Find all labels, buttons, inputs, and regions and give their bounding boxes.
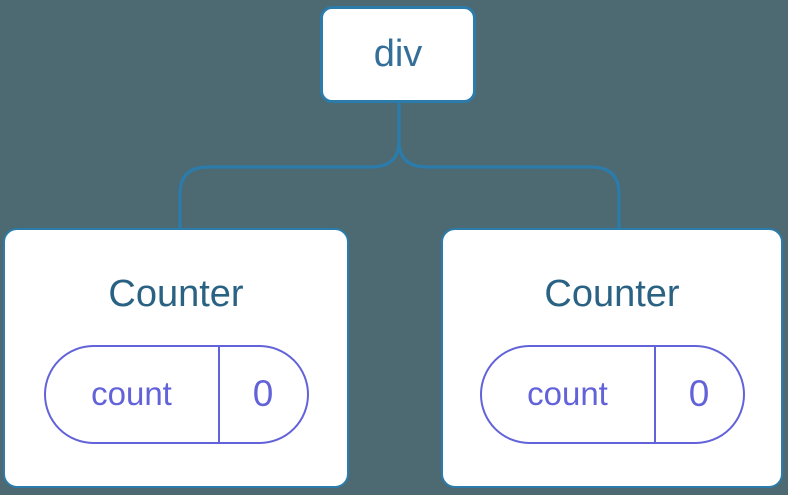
state-pill: count 0 [43,344,309,444]
counter-card: Counter count 0 [3,228,349,488]
state-pill: count 0 [479,344,745,444]
state-value: 0 [653,346,743,442]
state-value: 0 [217,346,307,442]
counter-card: Counter count 0 [441,228,783,488]
state-name: count [91,375,172,413]
counter-title: Counter [544,273,680,316]
root-node-label: div [373,33,423,75]
root-node: div [320,6,476,103]
counter-title: Counter [108,273,244,316]
connector-right-branch [397,102,621,230]
connector-left-branch [178,102,401,230]
state-name: count [527,375,608,413]
